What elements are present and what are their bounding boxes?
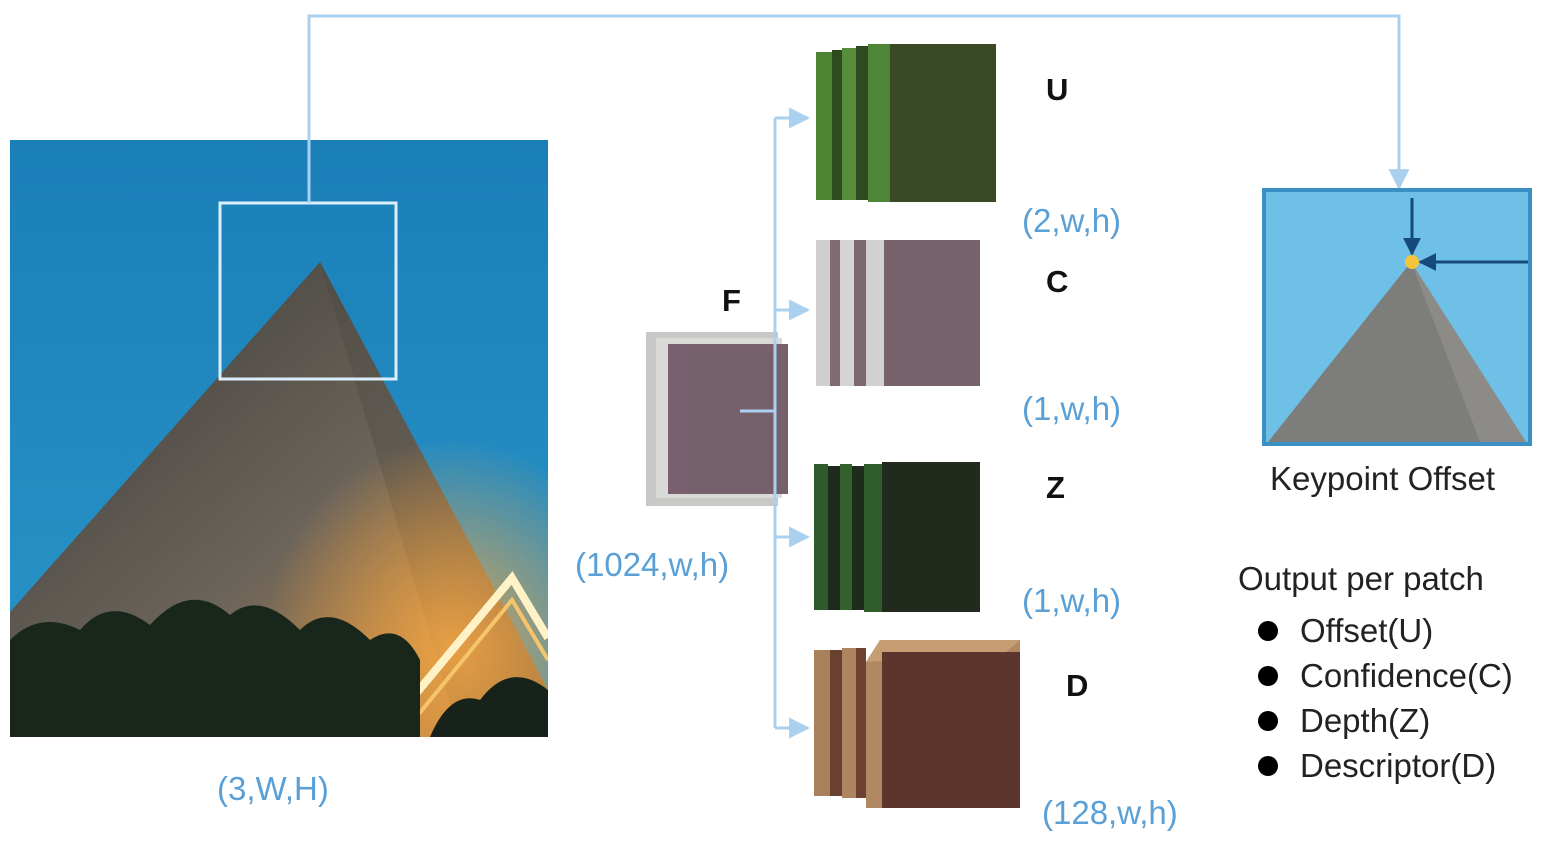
legend-item: Depth(Z) xyxy=(1258,698,1513,743)
head-u-dims-label: (2,w,h) xyxy=(1022,202,1122,239)
legend-list: Offset(U) Confidence(C) Depth(Z) Descrip… xyxy=(1258,608,1513,788)
input-image xyxy=(10,140,548,737)
bullet-icon xyxy=(1258,710,1278,731)
legend-item-label: Depth(Z) xyxy=(1300,702,1431,739)
head-c-block xyxy=(816,240,980,386)
patch-to-keypoint-connector xyxy=(307,14,1410,203)
feature-map-block xyxy=(646,332,788,506)
head-c-label: C xyxy=(1046,264,1069,299)
feature-to-heads-connector xyxy=(740,107,811,739)
feature-label: F xyxy=(722,283,741,318)
head-z-block xyxy=(814,462,980,612)
legend-item-label: Descriptor(D) xyxy=(1300,747,1497,784)
head-z-label: Z xyxy=(1046,470,1065,505)
head-u-block xyxy=(816,44,996,202)
head-c-dims-label: (1,w,h) xyxy=(1022,390,1122,427)
bullet-icon xyxy=(1258,755,1278,776)
output-legend: Output per patch Offset(U) Confidence(C)… xyxy=(1238,560,1513,788)
input-dims-label: (3,W,H) xyxy=(217,770,329,807)
head-u-label: U xyxy=(1046,72,1069,107)
legend-item: Offset(U) xyxy=(1258,608,1513,653)
bullet-icon xyxy=(1258,620,1278,641)
bullet-icon xyxy=(1258,665,1278,686)
keypoint-dot xyxy=(1405,255,1419,269)
legend-title: Output per patch xyxy=(1238,560,1484,597)
legend-item-label: Confidence(C) xyxy=(1300,657,1513,694)
head-d-dims-label: (128,w,h) xyxy=(1042,794,1178,831)
keypoint-offset-caption: Keypoint Offset xyxy=(1270,460,1496,497)
head-d-block xyxy=(814,640,1020,808)
head-d-label: D xyxy=(1066,668,1089,703)
legend-item-label: Offset(U) xyxy=(1300,612,1434,649)
feature-dims-label: (1024,w,h) xyxy=(575,546,730,583)
legend-item: Descriptor(D) xyxy=(1258,743,1513,788)
keypoint-offset-image xyxy=(1262,188,1532,446)
head-z-dims-label: (1,w,h) xyxy=(1022,582,1122,619)
legend-item: Confidence(C) xyxy=(1258,653,1513,698)
